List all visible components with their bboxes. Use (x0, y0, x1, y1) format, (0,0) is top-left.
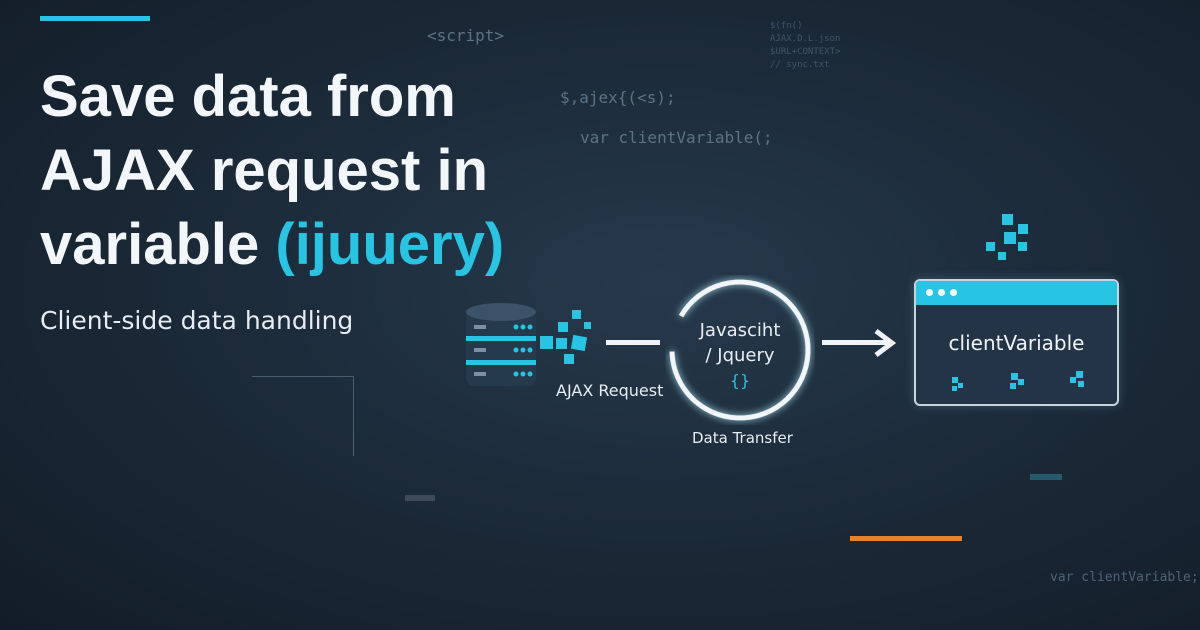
orange-bar (850, 536, 962, 541)
connector-line (606, 340, 660, 345)
title-highlight: (ijuuery) (275, 212, 505, 277)
code-ajax: $,ajex{(<s); (560, 88, 676, 107)
window-variable-label: clientVariable (948, 331, 1085, 355)
database-icon (466, 303, 536, 386)
subtitle: Client-side data handling (40, 306, 354, 335)
window-dots-icon (926, 289, 957, 296)
data-transfer-label: Data Transfer (692, 429, 793, 447)
browser-window: clientVariable (914, 279, 1119, 406)
code-script-tag: <script> (427, 26, 505, 45)
window-titlebar (916, 281, 1117, 305)
decor-block (405, 495, 435, 501)
floating-pixels-icon (986, 214, 1028, 260)
window-pixels-icon (952, 371, 1084, 391)
data-pixels-icon (540, 310, 591, 364)
title-line-3: variable (ijuuery) (40, 208, 504, 282)
circle-line-1: Javasciht (699, 320, 781, 341)
ajax-request-label: AJAX Request (556, 381, 664, 400)
decor-block (1030, 474, 1062, 480)
title-line-1: Save data from (40, 64, 456, 129)
braces-icon: {} (729, 371, 751, 390)
page-title: Save data from AJAX request in variable … (40, 60, 504, 282)
code-blur: $(fn()AJAX.D.L.json$URL+CONTEXT>// sync.… (770, 21, 841, 70)
accent-bar (40, 16, 150, 21)
title-line-2: AJAX request in (40, 138, 488, 203)
code-bottom-var: var clientVariable; (1050, 570, 1199, 585)
processing-circle (669, 279, 811, 421)
code-var: var clientVariable(; (580, 128, 773, 147)
decor-line (353, 376, 354, 456)
decor-line (252, 376, 354, 377)
arrow-line (822, 340, 888, 345)
circle-text: Javasciht / Jquery {} (685, 318, 795, 393)
title-plain: variable (40, 212, 276, 277)
arrow-head-icon (874, 329, 897, 357)
circle-line-2: / Jquery (705, 345, 775, 366)
